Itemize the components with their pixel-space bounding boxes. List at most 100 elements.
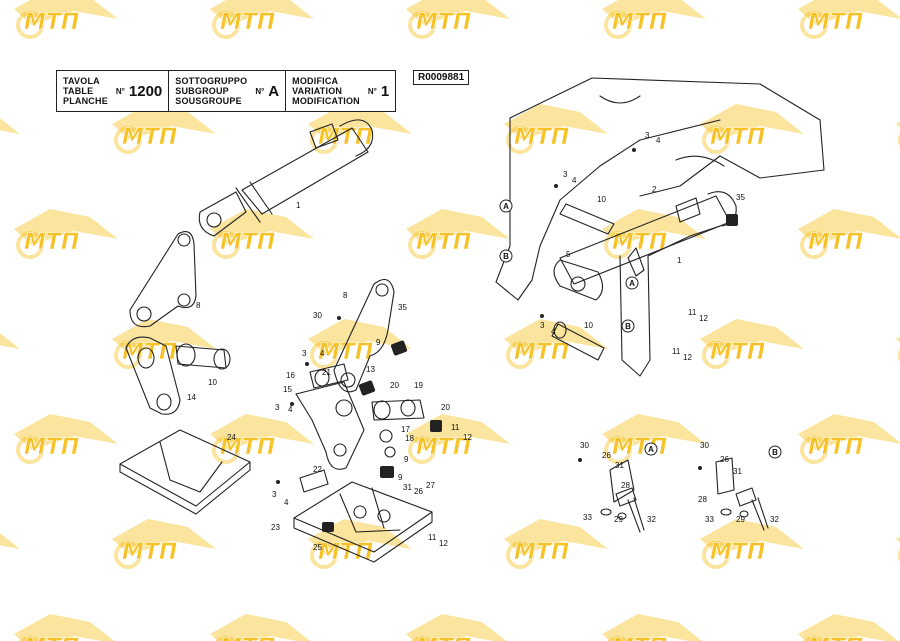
part-callout: 11 [451, 423, 460, 432]
subgroup-cell: SOTTOGRUPPO SUBGROUP SOUSGROUPE N° A [169, 71, 287, 111]
part-callout: 14 [187, 393, 196, 402]
part-callout: 19 [414, 381, 423, 390]
part-callout: 4 [656, 136, 661, 145]
drawing-code: R0009881 [413, 70, 470, 85]
part-callout: 35 [736, 193, 745, 202]
detail-a-assembly [600, 459, 645, 533]
part-callout: 28 [698, 495, 707, 504]
table-no: N° [115, 86, 125, 96]
part-callout: 26 [720, 455, 729, 464]
modification-no: N° [367, 86, 377, 96]
hydraulic-cylinder-left [198, 119, 374, 237]
subgroup-label-fr: SOUSGROUPE [175, 96, 242, 106]
reference-letter: A [503, 202, 509, 211]
part-callout: 29 [614, 515, 623, 524]
reference-letter: B [625, 322, 631, 331]
part-callout: 5 [566, 250, 571, 259]
part-callout: 27 [426, 481, 435, 490]
part-callout: 12 [683, 353, 692, 362]
reference-letter: B [772, 448, 778, 457]
part-callout: 3 [302, 349, 307, 358]
circled-reference: B [499, 249, 513, 263]
table-cell: TAVOLA TABLE PLANCHE N° 1200 [57, 71, 170, 111]
reference-circle [499, 249, 513, 263]
subgroup-value: A [268, 82, 280, 100]
hydraulic-cylinder-right [553, 191, 737, 301]
part-callout: 8 [196, 301, 201, 310]
pin-10-group [175, 343, 231, 370]
circled-reference: B [768, 445, 782, 459]
part-callout: 12 [699, 314, 708, 323]
modification-value: 1 [380, 82, 390, 100]
modification-label-fr: MODIFICATION [292, 96, 360, 106]
part-callout: 30 [313, 311, 322, 320]
detail-b-assembly [715, 457, 769, 531]
circled-reference: A [499, 199, 513, 213]
circled-reference: A [644, 442, 658, 456]
part-callout: 31 [403, 483, 412, 492]
modification-cell: MODIFICA VARIATION MODIFICATION N° 1 [286, 71, 395, 111]
reference-letter: B [503, 252, 509, 261]
part-callout: 12 [439, 539, 448, 548]
table-label-fr: PLANCHE [63, 96, 108, 106]
reference-letter: A [629, 279, 635, 288]
part-callout: 3 [272, 490, 277, 499]
part-callout: 22 [313, 465, 322, 474]
table-label-en: TABLE [63, 86, 94, 96]
circled-letter-layer: A B A B A B [499, 199, 782, 459]
reference-letter: A [648, 445, 654, 454]
part-callout: 4 [288, 405, 293, 414]
part-callout: 21 [322, 368, 331, 377]
fastener-marks [276, 148, 702, 484]
part-callout: 28 [621, 481, 630, 490]
part-callout: 3 [275, 403, 280, 412]
frame-right [495, 77, 825, 377]
part-callout: 9 [404, 455, 409, 464]
base-plate-24 [119, 429, 251, 515]
part-callout: 3 [563, 170, 568, 179]
part-callout: 29 [736, 515, 745, 524]
part-callout: 11 [428, 533, 437, 542]
part-callout: 1 [296, 201, 301, 210]
arm-15 [295, 381, 365, 470]
part-callout: 30 [580, 441, 589, 450]
part-callout: 9 [398, 473, 403, 482]
subgroup-label-it: SOTTOGRUPPO [175, 76, 248, 86]
base-plate-25 [293, 481, 433, 563]
part-callout: 33 [705, 515, 714, 524]
part-callout: 3 [540, 321, 545, 330]
link-plate-8-center [333, 278, 395, 393]
part-callout: 2 [652, 185, 657, 194]
table-label-it: TAVOLA [63, 76, 100, 86]
part-callout: 24 [227, 433, 236, 442]
part-callout: 11 [688, 308, 697, 317]
circled-reference: A [625, 276, 639, 290]
part-callout: 25 [313, 543, 322, 552]
part-callout: 32 [647, 515, 656, 524]
part-callout: 11 [672, 347, 681, 356]
subgroup-no: N° [255, 86, 265, 96]
part-callout: 32 [770, 515, 779, 524]
reference-circle [621, 319, 635, 333]
part-callout: 31 [733, 467, 742, 476]
part-callout: 20 [390, 381, 399, 390]
part-callout: 33 [583, 513, 592, 522]
part-callout: 31 [615, 461, 624, 470]
dark-bushings [322, 214, 738, 532]
part-callout: 26 [602, 451, 611, 460]
part-callout: 17 [401, 425, 410, 434]
part-callout: 8 [343, 291, 348, 300]
subgroup-label-en: SUBGROUP [175, 86, 229, 96]
reference-circle [625, 276, 639, 290]
part-callout: 10 [597, 195, 606, 204]
part-callout: 3 [645, 131, 650, 140]
part-callout: 4 [320, 349, 325, 358]
part-callout: 15 [283, 385, 292, 394]
part-callout: 10 [208, 378, 217, 387]
bushing-parts [299, 363, 425, 493]
part-callout: 9 [376, 338, 381, 347]
pin-10-right [551, 203, 615, 361]
part-callout: 12 [463, 433, 472, 442]
